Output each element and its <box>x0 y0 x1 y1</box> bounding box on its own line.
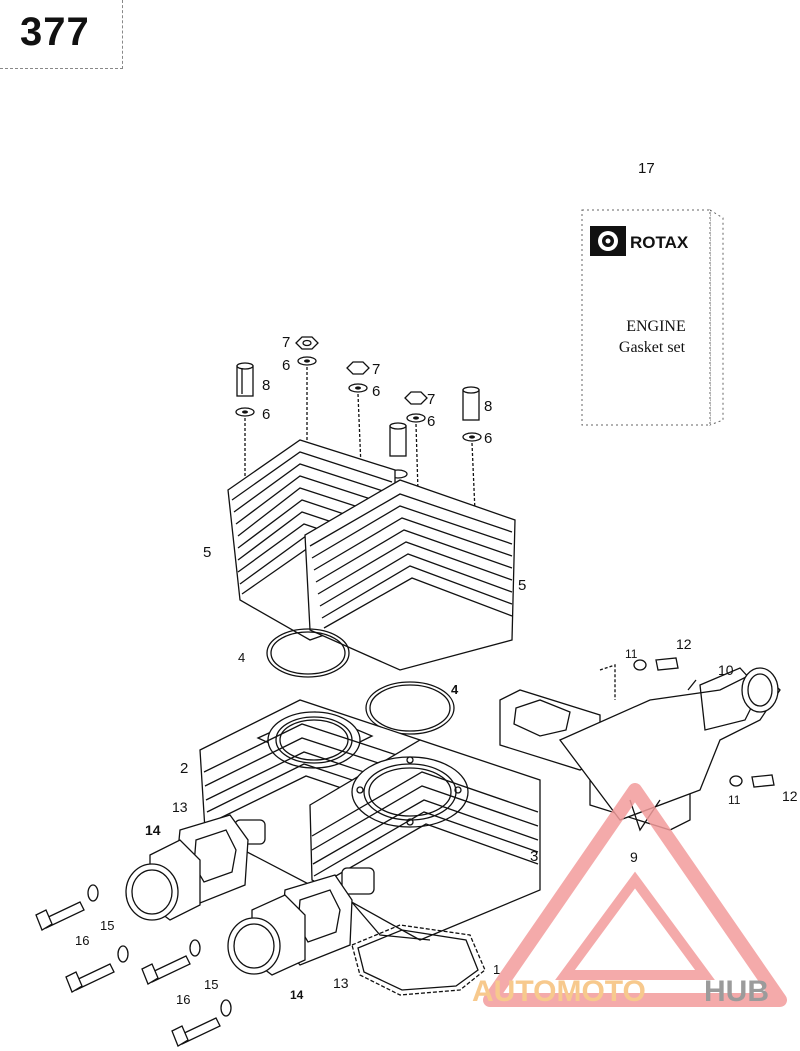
page-number-box: 377 <box>0 0 123 69</box>
callout-labels: 17 7 6 8 6 7 6 7 6 8 6 5 5 4 4 2 3 1 13 … <box>75 160 798 1007</box>
callout-7: 7 <box>427 391 435 408</box>
gasket-kit-box: ROTAX ENGINE Gasket set <box>581 209 724 426</box>
head-gasket-right <box>365 681 455 735</box>
callout-15: 15 <box>204 977 218 992</box>
bolt <box>35 901 85 931</box>
exhaust-hardware <box>599 657 775 832</box>
callout-13: 13 <box>172 799 188 815</box>
callout-10: 10 <box>718 662 734 678</box>
intake-flange-upper <box>125 814 249 921</box>
watermark-logo: AUTOMOTO HUB <box>472 783 787 1008</box>
head-gasket-left <box>266 628 350 678</box>
nut <box>295 336 319 366</box>
bolt <box>141 955 191 985</box>
nut <box>404 391 428 423</box>
callout-16: 16 <box>176 992 190 1007</box>
bolt <box>171 1017 221 1047</box>
callout-13: 13 <box>333 975 349 991</box>
exhaust-manifold <box>558 667 781 821</box>
callout-11: 11 <box>625 647 638 661</box>
callout-3: 3 <box>530 848 538 865</box>
callout-17: 17 <box>638 160 655 177</box>
callout-9: 9 <box>630 849 638 865</box>
nut <box>346 361 370 393</box>
callout-5: 5 <box>203 544 211 561</box>
washer <box>87 884 232 1017</box>
callout-1: 1 <box>493 962 500 977</box>
kit-title: ENGINE <box>626 318 686 335</box>
callout-8: 8 <box>484 398 492 415</box>
sleeve <box>235 362 255 417</box>
callout-6: 6 <box>372 383 380 400</box>
watermark-text-secondary: HUB <box>704 975 769 1008</box>
callout-12: 12 <box>676 636 692 652</box>
callout-6: 6 <box>427 413 435 430</box>
callout-16: 16 <box>75 933 89 948</box>
base-gasket <box>351 924 486 996</box>
callout-7: 7 <box>372 361 380 378</box>
kit-brand: ROTAX <box>630 233 689 252</box>
callout-8: 8 <box>262 377 270 394</box>
callout-2: 2 <box>180 760 188 777</box>
sleeve <box>462 386 482 442</box>
callout-15: 15 <box>100 918 114 933</box>
callout-11: 11 <box>728 793 741 807</box>
head-hardware <box>235 336 482 581</box>
callout-6: 6 <box>484 430 492 447</box>
callout-4: 4 <box>238 650 245 665</box>
intake-flange-lower <box>227 874 353 976</box>
sleeve <box>388 422 408 479</box>
callout-14: 14 <box>145 822 161 838</box>
callout-12: 12 <box>782 788 798 804</box>
watermark-text-primary: AUTOMOTO <box>472 975 646 1008</box>
callout-7: 7 <box>282 334 290 351</box>
bolt <box>65 963 115 993</box>
cylinder-head-right <box>304 479 516 671</box>
callout-6: 6 <box>282 357 290 374</box>
callout-4: 4 <box>451 682 459 697</box>
page-number: 377 <box>20 10 90 54</box>
callout-5: 5 <box>518 577 526 594</box>
callout-6: 6 <box>262 406 270 423</box>
kit-subtitle: Gasket set <box>619 339 686 356</box>
callout-14: 14 <box>290 988 304 1002</box>
cylinder-right <box>309 739 541 941</box>
rotax-logo <box>590 226 626 256</box>
